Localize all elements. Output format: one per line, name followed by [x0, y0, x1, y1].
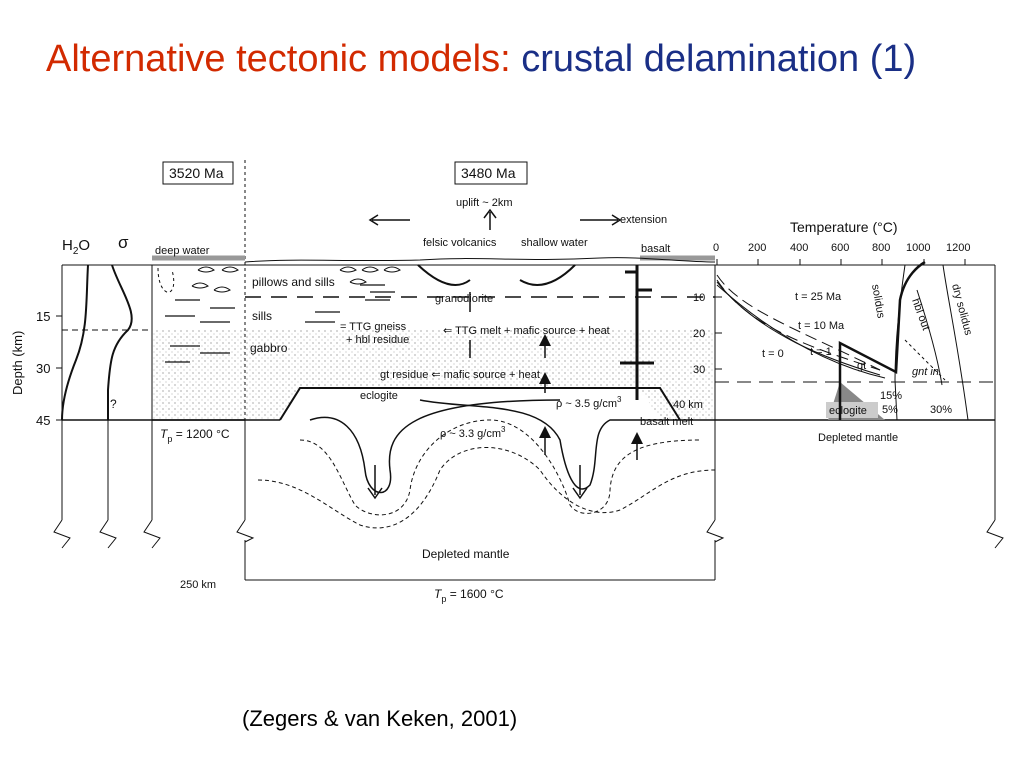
h2o-profile-curve: [61, 264, 89, 421]
depth-tick-30: 30: [36, 361, 50, 376]
citation: (Zegers & van Keken, 2001): [242, 706, 518, 731]
question-mark: ?: [110, 397, 117, 411]
geotherm-t25-label: t = 25 Ma: [795, 291, 842, 303]
ttg-gneiss-label: = TTG gneiss: [340, 321, 407, 333]
time-box-3520: [162, 161, 234, 185]
deep-water-label: deep water: [155, 245, 210, 257]
temp-tick-1000: 1000: [906, 242, 930, 254]
time-label-3480: 3480 Ma: [461, 165, 516, 181]
temp-tick-600: 600: [831, 242, 849, 254]
km250-label: 250 km: [180, 579, 216, 591]
temp-tick-400: 400: [790, 242, 808, 254]
eclogite-label: eclogite: [360, 390, 398, 402]
felsic-volcanics-label: felsic volcanics: [423, 237, 497, 249]
sills-label: sills: [252, 309, 272, 323]
depth-axis-label: Depth (km): [10, 331, 25, 395]
temperature-axis-label: Temperature (°C): [790, 219, 898, 235]
rho-35-label: ρ ~ 3.5 g/cm3: [556, 395, 622, 410]
basalt-label: basalt: [641, 243, 670, 255]
temp-tick-0: 0: [713, 242, 719, 254]
rho-33-label: ρ ~ 3.3 g/cm3: [440, 425, 506, 440]
geotherm-t0-label: t = 0: [762, 348, 784, 360]
crust-stipple: [245, 330, 715, 420]
tp-1600-label: Tp = 1600 °C: [434, 587, 504, 604]
depth-tick-right-30: 30: [693, 364, 705, 376]
gnt-in-label: gnt in: [912, 366, 939, 378]
depth-tick-15: 15: [36, 309, 50, 324]
depth-tick-right-10: 10: [693, 292, 705, 304]
eclogite-right-label: eclogite: [829, 405, 867, 417]
km40-label: 40 km: [673, 399, 703, 411]
sigma-label: σ: [118, 233, 129, 252]
depth-tick-right-20: 20: [693, 328, 705, 340]
shallow-water-label: shallow water: [521, 237, 588, 249]
dry-solidus-label: dry solidus: [949, 283, 974, 337]
title-part-2: crustal delamination (1): [521, 38, 917, 80]
tp-1200-label: Tp = 1200 °C: [160, 427, 230, 444]
geotherm-t10-label: t = 10 Ma: [798, 320, 845, 332]
extension-label: extension: [620, 214, 667, 226]
hbl-residue-label: + hbl residue: [346, 334, 409, 346]
sigma-profile-curve: [107, 264, 133, 420]
cross-section: [151, 160, 725, 581]
time-label-3520: 3520 Ma: [169, 165, 224, 181]
slide-title: Alternative tectonic models: crustal del…: [46, 38, 916, 81]
temp-tick-1200: 1200: [946, 242, 970, 254]
profile-panel: [53, 264, 161, 549]
ttg-melt-label: ⇐ TTG melt + mafic source + heat: [443, 325, 610, 337]
hbl-out-label: hbl out: [909, 297, 932, 332]
left-drip: [309, 399, 561, 494]
gt-label: gt: [857, 360, 866, 372]
pct-5-label: 5%: [882, 404, 898, 416]
h2o-label: H2O: [62, 237, 90, 257]
time-box-3480: [454, 161, 528, 185]
temp-tick-200: 200: [748, 242, 766, 254]
uplift-label: uplift ~ 2km: [456, 197, 513, 209]
granodiorite-label: granodiorite: [435, 293, 493, 305]
temp-tick-800: 800: [872, 242, 890, 254]
gt-residue-label: gt residue ⇐ mafic source + heat: [380, 369, 540, 381]
depth-tick-45: 45: [36, 413, 50, 428]
depleted-mantle-right-label: Depleted mantle: [818, 432, 898, 444]
gabbro-label: gabbro: [250, 341, 288, 355]
solidus-label: solidus: [869, 283, 887, 319]
depleted-mantle-label: Depleted mantle: [422, 547, 510, 561]
title-part-1: Alternative tectonic models:: [46, 38, 511, 80]
geotherm-t1-label: t = 1: [810, 346, 832, 358]
right-drip: [419, 399, 680, 490]
basalt-melt-label: basalt melt: [640, 416, 693, 428]
pct-15-label: 15%: [880, 390, 902, 402]
pillows-label: pillows and sills: [252, 275, 335, 289]
temperature-panel: [715, 259, 1004, 549]
pct-30-label: 30%: [930, 404, 952, 416]
